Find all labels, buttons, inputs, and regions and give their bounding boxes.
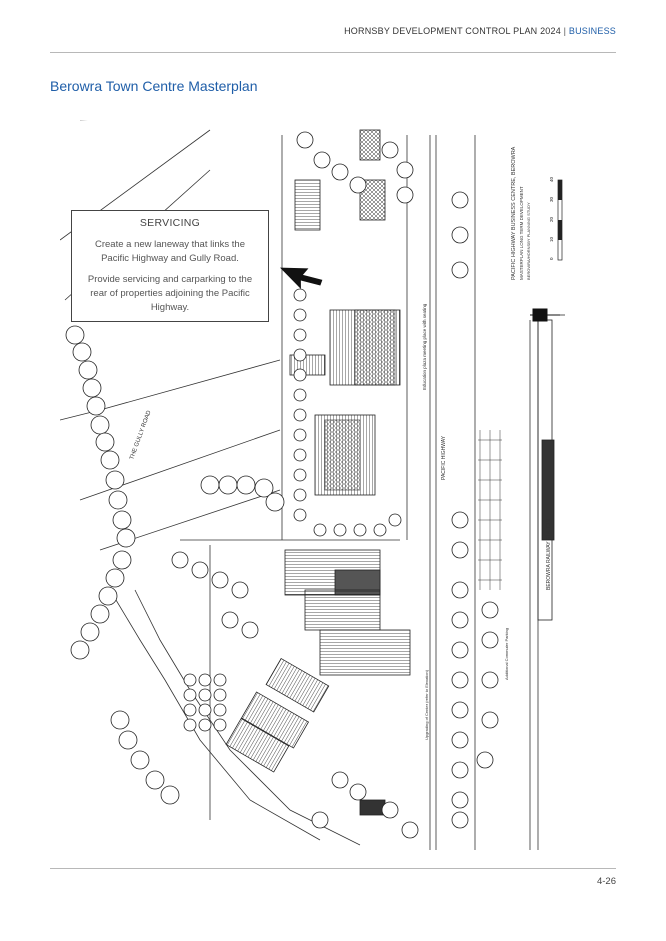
scale-tick: 0 (549, 257, 554, 260)
callout-title: SERVICING (139, 217, 201, 229)
scale-bar: 0 10 20 30 40 (549, 176, 563, 261)
buildings (225, 129, 411, 816)
plan-subtitle-2: BEROWRA/HORNSBY PLANNING STUDY (526, 202, 531, 280)
document-title: HORNSBY DEVELOPMENT CONTROL PLAN 2024 (344, 26, 561, 36)
footer-rule (50, 868, 616, 869)
car-park (478, 430, 502, 590)
scale-tick: 10 (549, 236, 554, 242)
plaza-annotation: Education plaza meeting place with seati… (422, 303, 427, 390)
upgrading-annotation: Upgrading of Center (refer to Elevation) (424, 669, 429, 740)
page-title: Berowra Town Centre Masterplan (50, 78, 258, 94)
callout-paragraph: Create a new laneway that links the Paci… (95, 239, 245, 264)
callout-paragraph: Provide servicing and carparking to the … (87, 274, 253, 313)
header-rule (50, 52, 616, 53)
station-label: BEROWRA RAILWAY STATION (546, 519, 552, 590)
masterplan-map: THE GULLY ROAD PACIFIC HIGHWAY BEROWRA R… (60, 120, 565, 850)
gully-road-label: THE GULLY ROAD (129, 409, 153, 460)
plan-title: PACIFIC HIGHWAY BUSINESS CENTRE, BEROWRA (511, 146, 517, 280)
page-header: HORNSBY DEVELOPMENT CONTROL PLAN 2024 | … (344, 26, 616, 36)
pacific-highway-label: PACIFIC HIGHWAY (441, 435, 447, 480)
scale-tick: 20 (549, 216, 554, 222)
section-name: BUSINESS (568, 26, 616, 36)
laneway-arrow (280, 267, 323, 290)
scale-tick: 40 (549, 176, 554, 182)
plan-subtitle: MASTERPLAN LONG TERM DEVELOPMENT (519, 186, 524, 280)
north-arrow-icon (530, 308, 560, 322)
scale-tick: 30 (549, 196, 554, 202)
commuter-parking-annotation: Additional Commuter Parking (504, 628, 509, 680)
servicing-callout: SERVICING Create a new laneway that link… (71, 210, 269, 322)
page-number: 4-26 (596, 876, 616, 887)
trees (65, 131, 499, 839)
header-separator: | (563, 26, 567, 36)
